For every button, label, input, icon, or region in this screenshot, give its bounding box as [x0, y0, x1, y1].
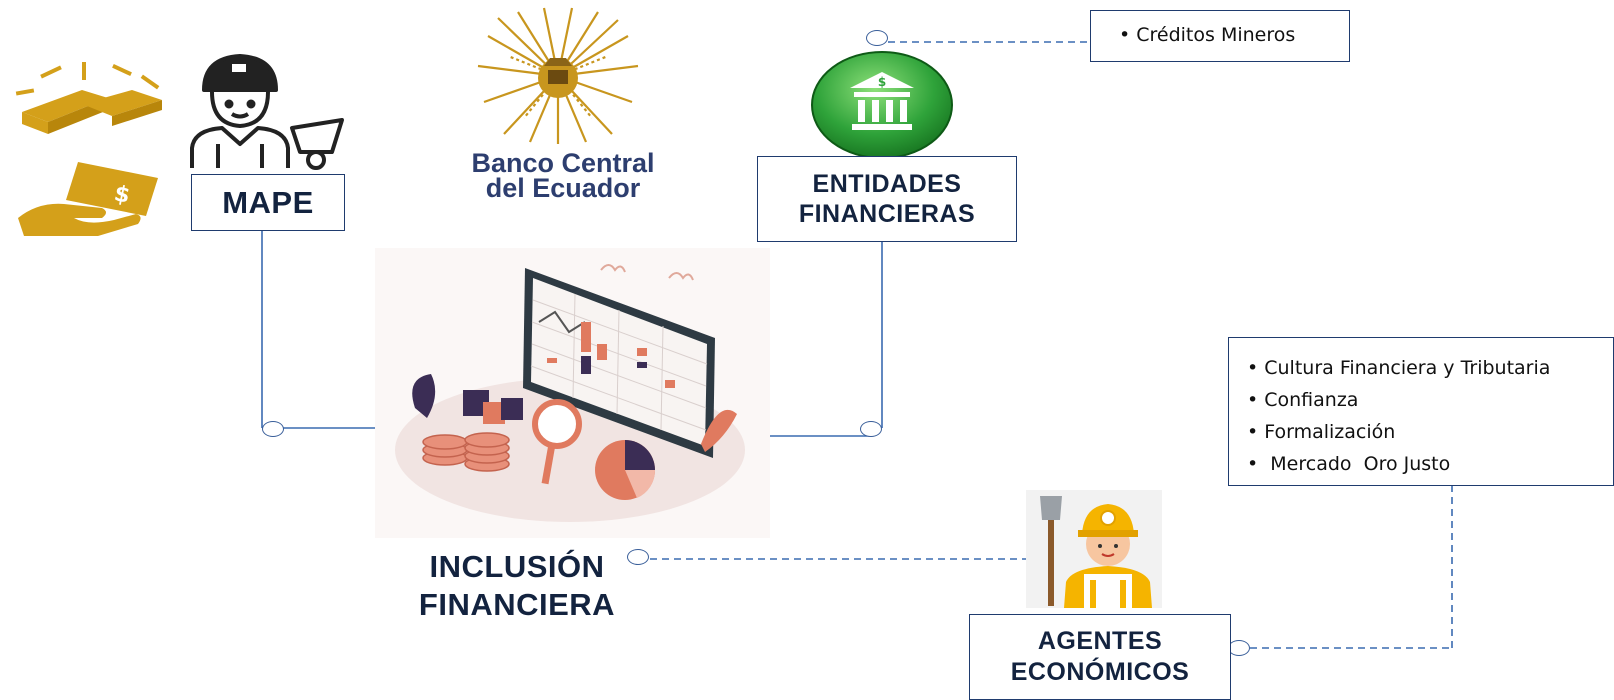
- bce-emblem-icon: [477, 7, 639, 144]
- bce-logo-line2: del Ecuador: [485, 173, 641, 203]
- entidades-label-line1: ENTIDADES: [812, 170, 962, 198]
- creditos-item: • Créditos Mineros: [1119, 24, 1296, 46]
- agentes-callout-item: • Mercado Oro Justo: [1247, 453, 1451, 475]
- bce-logo-line1: Banco Central: [471, 148, 655, 178]
- agentes-node: AGENTES ECONÓMICOS: [969, 614, 1231, 700]
- connector-dot-agentes: [1228, 640, 1250, 656]
- entidades-label-line2: FINANCIERAS: [798, 200, 976, 228]
- connector-dot-entidades: [860, 421, 882, 437]
- entidades-node: ENTIDADES FINANCIERAS: [757, 156, 1017, 242]
- agentes-callout-item: • Cultura Financiera y Tributaria: [1247, 357, 1551, 379]
- miner-icon: [190, 54, 344, 170]
- agentes-label-line2: ECONÓMICOS: [1010, 658, 1190, 686]
- connector-dot-mape: [262, 421, 284, 437]
- connector-dot-creditos: [866, 30, 888, 46]
- inclusion-node: INCLUSIÓN FINANCIERA: [392, 548, 642, 624]
- hand-money-icon: $: [18, 162, 158, 236]
- agentes-callout: • Cultura Financiera y Tributaria • Conf…: [1228, 337, 1614, 486]
- connector-dot-inclusion: [627, 549, 649, 565]
- inclusion-label-line1: INCLUSIÓN: [429, 549, 605, 584]
- agentes-callout-item: • Formalización: [1247, 421, 1396, 443]
- svg-text:$: $: [112, 181, 132, 209]
- worker-icon: [1026, 490, 1162, 608]
- inclusion-label-line2: FINANCIERA: [418, 587, 616, 622]
- mape-node: MAPE: [191, 174, 345, 231]
- mape-label: MAPE: [222, 184, 314, 220]
- gold-bars-icon: [15, 62, 162, 134]
- agentes-label-line1: AGENTES: [1037, 627, 1163, 655]
- svg-text:$: $: [878, 75, 886, 89]
- agentes-callout-item: • Confianza: [1247, 389, 1359, 411]
- creditos-callout: • Créditos Mineros: [1090, 10, 1350, 62]
- dashboard-illustration: [375, 248, 770, 538]
- bank-icon: $: [811, 51, 953, 159]
